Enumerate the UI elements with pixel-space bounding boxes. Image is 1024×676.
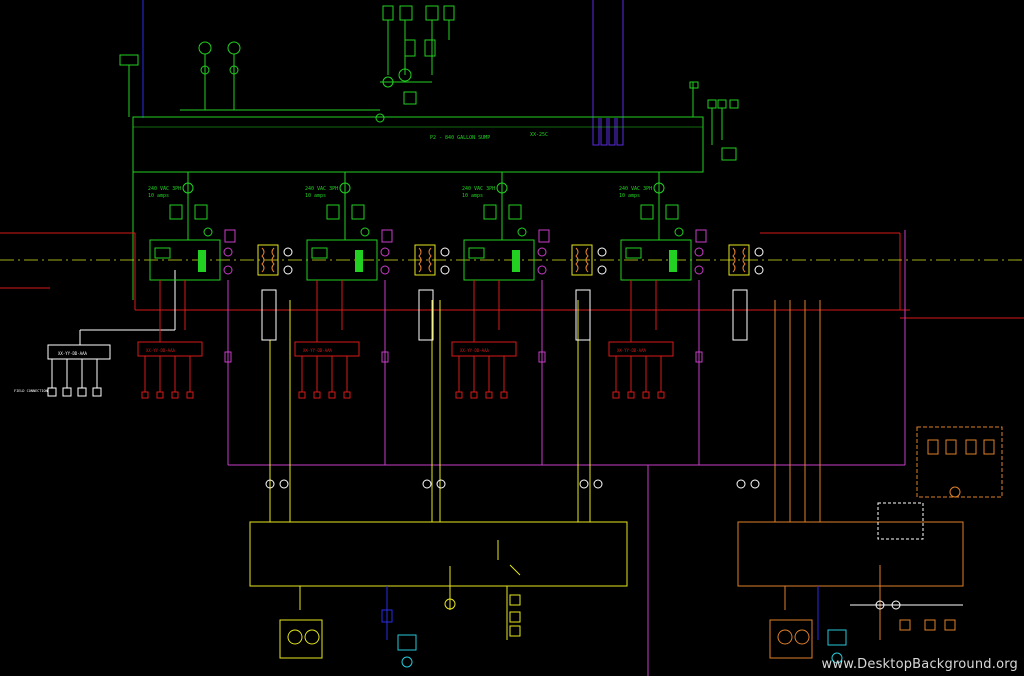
- left-panel-label: XX-YY-DD-AAA: [58, 351, 87, 356]
- panel-label: XX-YY-DD-AAA: [146, 348, 175, 353]
- sump-tag: XX-25C: [530, 132, 548, 138]
- pump-amps: 10 amps: [619, 193, 640, 199]
- pump-voltage: 240 VAC 3PH: [148, 186, 181, 192]
- white-instrument-box: [850, 502, 963, 610]
- panel-label: XX-YY-DD-AAA: [617, 348, 646, 353]
- red-bus-lines: [0, 232, 1024, 319]
- top-instrumentation: [119, 5, 739, 300]
- sump-title: P2 - 840 GALLON SUMP: [430, 135, 490, 141]
- pump-amps: 10 amps: [462, 193, 483, 199]
- sump-coil: [592, 118, 624, 146]
- orange-control-panel: [737, 300, 1003, 659]
- panel-label: XX-YY-DD-AAA: [460, 348, 489, 353]
- blue-cyan-devices: [381, 586, 847, 668]
- pump-amps: 10 amps: [148, 193, 169, 199]
- watermark: www.DesktopBackground.org: [821, 657, 1018, 672]
- pump-voltage: 240 VAC 3PH: [619, 186, 652, 192]
- panel-label: XX-YY-DD-AAA: [303, 348, 332, 353]
- pump-voltage: 240 VAC 3PH: [305, 186, 338, 192]
- sump-tank: [132, 116, 704, 173]
- pump-amps: 10 amps: [305, 193, 326, 199]
- field-connection-label: FIELD CONNECTION: [14, 389, 48, 393]
- yellow-control-panel: [249, 300, 628, 659]
- magenta-bus: [228, 230, 906, 676]
- left-white-panel: [47, 270, 176, 397]
- pump-voltage: 240 VAC 3PH: [462, 186, 495, 192]
